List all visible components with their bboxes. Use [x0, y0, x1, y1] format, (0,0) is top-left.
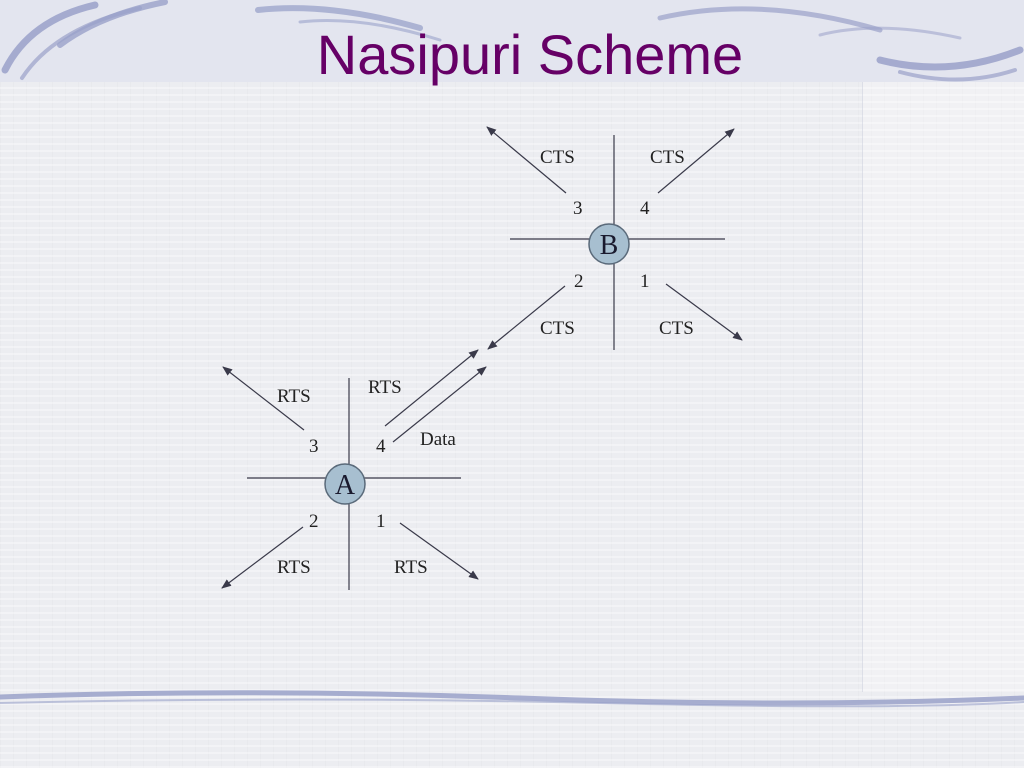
node-a-sector-1: 1 — [376, 511, 386, 532]
node-a-arrow-rts-to-b — [384, 349, 479, 427]
side-panel — [862, 82, 1024, 692]
swoosh-bottom-2 — [0, 698, 1024, 708]
swoosh-top-right-3 — [898, 68, 1017, 82]
node-a-sector-3: 3 — [309, 436, 319, 457]
swoosh-top-right-4 — [818, 26, 962, 40]
swoosh-top-mid-2 — [298, 19, 442, 42]
node-a-circle — [324, 463, 366, 505]
node-b-arrow-sw — [487, 285, 566, 350]
node-b-sector-4: 4 — [640, 198, 650, 219]
swoosh-top-left-1 — [1, 1, 99, 74]
swoosh-top-left-3 — [57, 0, 168, 48]
node-b-arrow-se — [665, 283, 743, 341]
swoosh-bottom — [0, 690, 1024, 706]
node-a-arrow-label-nw: RTS — [277, 386, 311, 407]
node-a-label: A — [335, 470, 356, 501]
swoosh-top-mid-1 — [255, 5, 423, 31]
header-band — [0, 0, 1024, 82]
node-a-arrow-label-sw: RTS — [277, 557, 311, 578]
swoosh-top-right-1 — [657, 6, 883, 33]
swoosh-top-right-2 — [876, 46, 1024, 71]
node-a-sector-2: 2 — [309, 511, 319, 532]
node-b-sector-1: 1 — [640, 271, 650, 292]
node-b-circle — [588, 223, 630, 265]
node-b-arrow-ne — [657, 128, 735, 194]
node-b-arrow-label-nw: CTS — [540, 147, 575, 168]
node-a-arrow-label-data: Data — [420, 429, 456, 450]
node-b-sector-3: 3 — [573, 198, 583, 219]
node-a-arrow-label-se: RTS — [394, 557, 428, 578]
node-a-arrow-sw — [221, 526, 304, 589]
node-b-sector-2: 2 — [574, 271, 584, 292]
node-b-arrow-label-sw: CTS — [540, 318, 575, 339]
node-a-arrow-label-rts: RTS — [368, 377, 402, 398]
node-a-arrow-se — [399, 522, 479, 580]
node-b-arrow-nw — [486, 126, 567, 194]
node-b-arrow-label-ne: CTS — [650, 147, 685, 168]
node-a-sector-4: 4 — [376, 436, 386, 457]
slide-title: Nasipuri Scheme — [316, 23, 744, 86]
node-b-arrow-label-se: CTS — [659, 318, 694, 339]
node-b-label: B — [600, 230, 619, 261]
node-a-arrow-data-to-b — [392, 366, 487, 443]
node-a-arrow-nw — [222, 366, 305, 431]
